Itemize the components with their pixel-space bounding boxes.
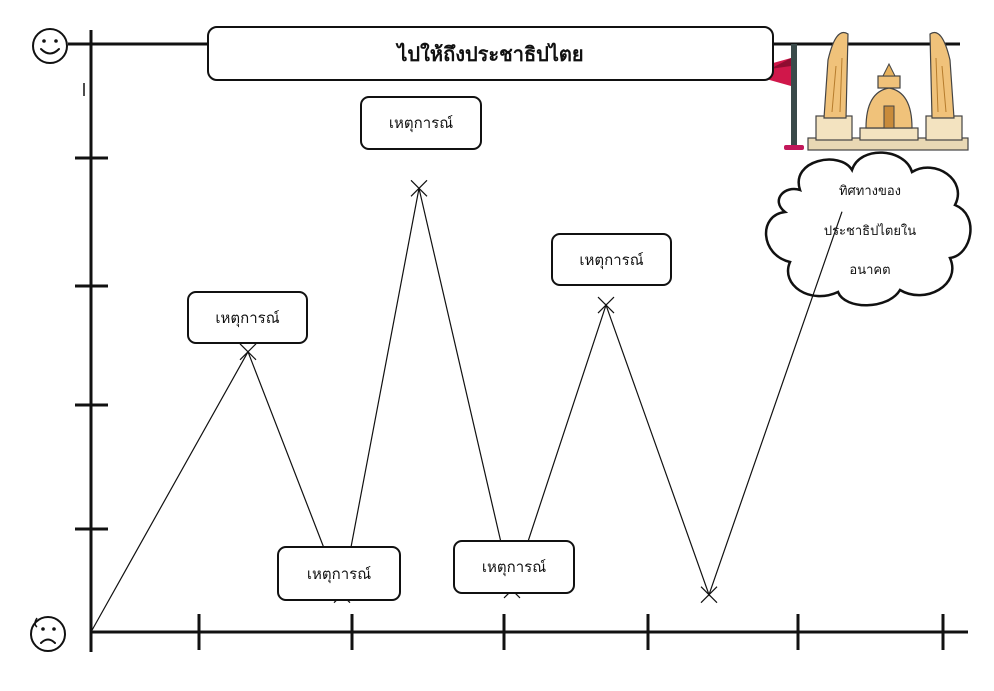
event-box-4: เหตุการณ์: [453, 540, 575, 594]
democracy-monument-icon: [807, 32, 969, 151]
point-marker: [700, 586, 718, 604]
cloud-line-1: ทิศทางของ: [838, 184, 902, 199]
cloud-line-2: ประชาธิปไตยใน: [823, 223, 917, 239]
event-box-1: เหตุการณ์: [187, 291, 308, 344]
event-box-2: เหตุการณ์: [277, 546, 401, 601]
event-box-5: เหตุการณ์: [551, 233, 672, 286]
future-cloud-shape: [764, 151, 972, 307]
cloud-line-3: อนาคต: [849, 263, 891, 278]
happy-face-icon: [32, 28, 68, 64]
point-marker: [410, 179, 428, 197]
title-box: ไปให้ถึงประชาธิปไตย: [207, 26, 774, 81]
point-marker: [239, 343, 257, 361]
point-marker: [597, 296, 615, 314]
series-line: [90, 188, 843, 633]
event-box-3: เหตุการณ์: [360, 96, 482, 150]
sad-face-icon: [30, 616, 66, 652]
future-cloud-text: ทิศทางของ ประชาธิปไตยใน อนาคต: [790, 180, 950, 280]
